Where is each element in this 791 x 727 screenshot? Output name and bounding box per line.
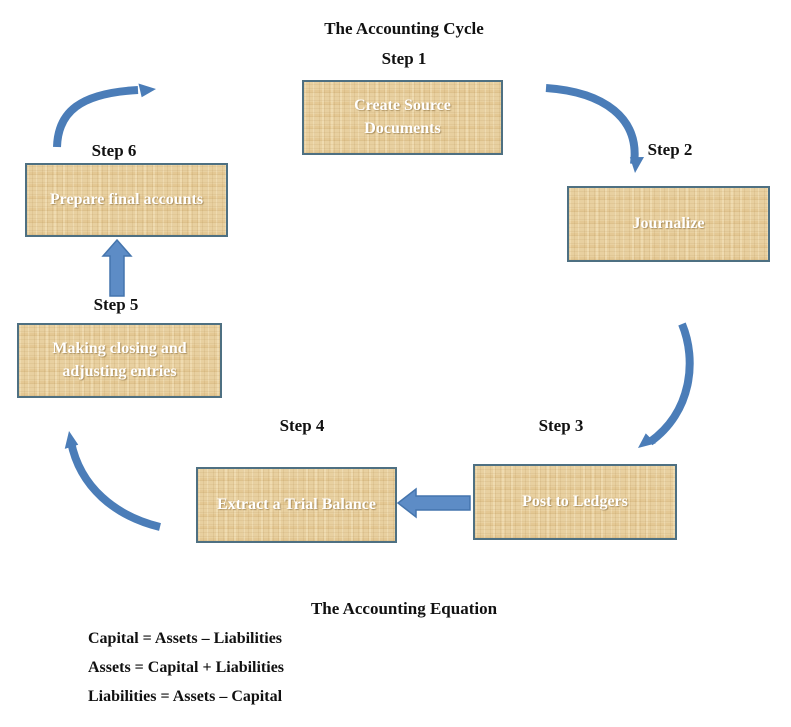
- step-6-label: Step 6: [91, 141, 137, 160]
- step-1-box-text: Create Source Documents: [354, 97, 451, 137]
- step-5-box: Making closing and adjusting entries: [17, 323, 222, 398]
- step-2-box: Journalize: [567, 186, 770, 262]
- step-2-box-text: Journalize: [632, 214, 705, 232]
- step-3-box: Post to Ledgers: [473, 464, 677, 540]
- curved-arrow-step6-to-step1: [53, 83, 156, 148]
- step-6-box: Prepare final accounts: [25, 163, 228, 237]
- step-1-box: Create Source Documents: [302, 80, 503, 155]
- step-6-box-text: Prepare final accounts: [49, 190, 204, 208]
- equation-line-assets: Assets = Capital + Liabilities: [88, 659, 285, 676]
- equation-title: The Accounting Equation: [310, 599, 498, 618]
- step-5-label: Step 5: [93, 295, 139, 314]
- curved-arrow-step4-to-step5: [64, 431, 161, 531]
- step-4-label: Step 4: [279, 416, 325, 435]
- step-4-box-text: Extract a Trial Balance: [217, 495, 376, 513]
- step-4-box: Extract a Trial Balance: [196, 467, 397, 543]
- curved-arrow-step1-to-step2: [545, 84, 645, 173]
- step-1-label: Step 1: [381, 49, 427, 68]
- equation-line-liabilities: Liabilities = Assets – Capital: [88, 688, 283, 705]
- step-5-box-text: Making closing and adjusting entries: [52, 340, 187, 380]
- equation-line-capital: Capital = Assets – Liabilities: [88, 630, 283, 647]
- diagram-title: The Accounting Cycle: [324, 19, 484, 38]
- equation-lines: Capital = Assets – Liabilities Assets = …: [88, 631, 284, 718]
- straight-arrow-step3-to-step4: [396, 487, 471, 519]
- step-3-box-text: Post to Ledgers: [522, 492, 628, 510]
- straight-arrow-step5-to-step6: [101, 238, 133, 297]
- step-2-label: Step 2: [647, 140, 693, 159]
- step-3-label: Step 3: [538, 416, 584, 435]
